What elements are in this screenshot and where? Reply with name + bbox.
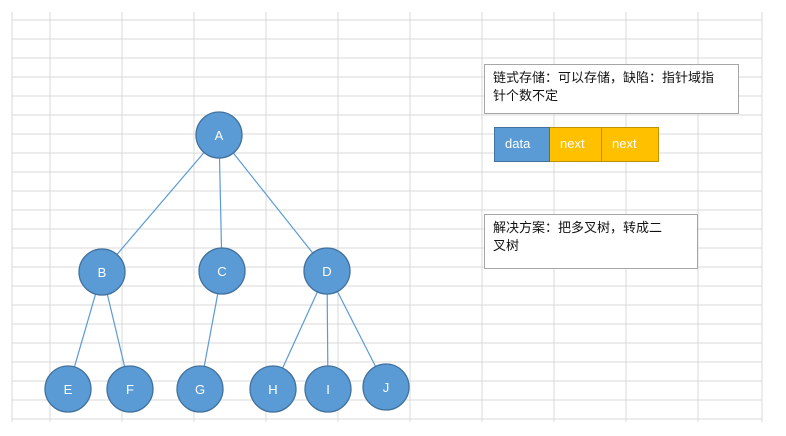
- linked-storage-line-2: 针个数不定: [493, 89, 559, 104]
- tree-node-i: I: [304, 365, 352, 413]
- tree-edges: [73, 152, 377, 369]
- tree-edge-a-b: [116, 152, 205, 255]
- solution-line-1: 解决方案：把多叉树，转成二: [493, 221, 663, 236]
- tree-node-label: D: [322, 264, 331, 279]
- tree-nodes: A B C D E F G H I J: [44, 111, 410, 413]
- tree-node-j: J: [362, 363, 410, 411]
- tree-node-circle: [78, 248, 126, 296]
- tree-node-circle: [106, 365, 154, 413]
- tree-node-label: F: [126, 382, 134, 397]
- tree-node-label: G: [195, 382, 205, 397]
- tree-node-circle: [362, 363, 410, 411]
- tree-edge-d-h: [282, 291, 318, 369]
- tree-node-b: B: [78, 248, 126, 296]
- tree-node-label: A: [215, 128, 224, 143]
- tree-node-f: F: [106, 365, 154, 413]
- tree-node-circle: [176, 365, 224, 413]
- tree-node-label: C: [217, 264, 226, 279]
- next-pointer-field: next: [602, 127, 659, 162]
- tree-edge-d-i: [326, 293, 329, 367]
- tree-edge-a-c: [218, 157, 223, 249]
- tree-node-circle: [195, 111, 243, 159]
- tree-node-circle: [198, 247, 246, 295]
- linked-storage-note: 链式存储：可以存储，缺陷：指针域指 针个数不定: [484, 64, 739, 114]
- tree-node-circle: [249, 365, 297, 413]
- tree-node-c: C: [198, 247, 246, 295]
- data-field: data: [494, 127, 550, 162]
- tree-node-label: I: [326, 382, 330, 397]
- tree-node-g: G: [176, 365, 224, 413]
- tree-node-e: E: [44, 365, 92, 413]
- tree-node-label: J: [383, 380, 390, 395]
- tree-node-label: H: [268, 382, 277, 397]
- tree-edge-c-g: [203, 293, 219, 367]
- spreadsheet-gridlines: [11, 12, 763, 422]
- tree-node-h: H: [249, 365, 297, 413]
- tree-node-circle: [44, 365, 92, 413]
- tree-node-d: D: [303, 247, 351, 295]
- next-pointer-field: next: [550, 127, 602, 162]
- tree-edge-b-f: [106, 294, 126, 367]
- tree-edge-b-e: [73, 293, 97, 368]
- tree-node-circle: [304, 365, 352, 413]
- node-structure: data next next: [494, 127, 659, 162]
- solution-note: 解决方案：把多叉树，转成二 叉树: [484, 214, 698, 269]
- tree-node-a: A: [195, 111, 243, 159]
- tree-node-label: B: [98, 265, 107, 280]
- linked-storage-line-1: 链式存储：可以存储，缺陷：指针域指: [493, 71, 715, 86]
- tree-node-label: E: [64, 382, 73, 397]
- solution-line-2: 叉树: [493, 239, 520, 254]
- tree-edge-a-d: [232, 152, 314, 254]
- tree-edge-d-j: [336, 291, 377, 367]
- tree-node-circle: [303, 247, 351, 295]
